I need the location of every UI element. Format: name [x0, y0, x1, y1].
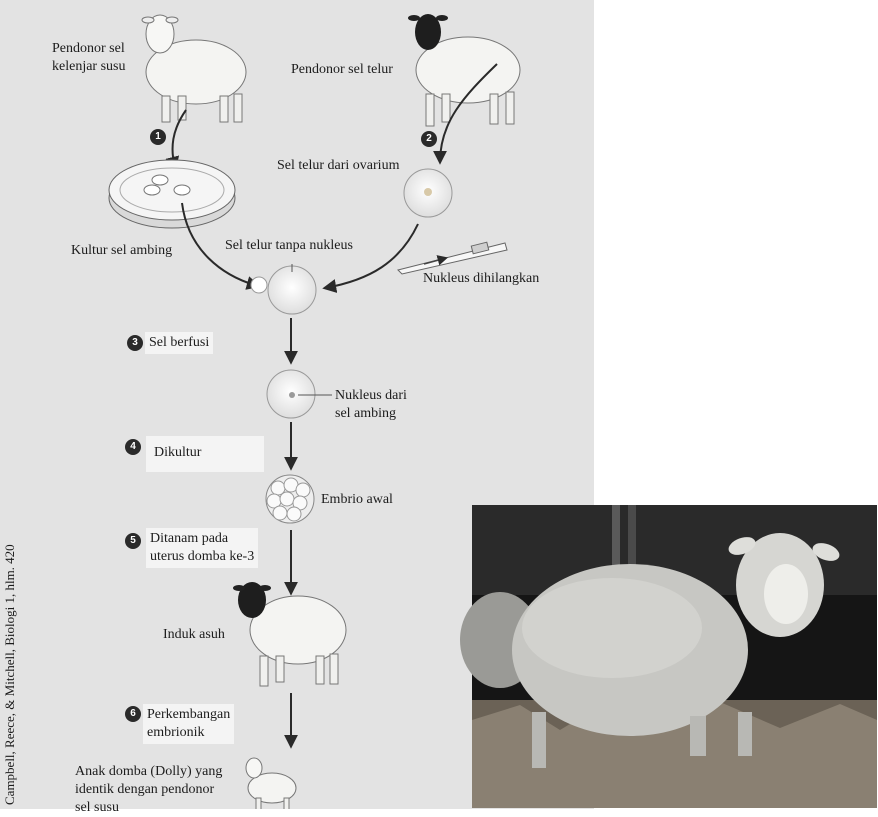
early-embryo-label: Embrio awal	[321, 492, 393, 507]
step-3-box: Sel berfusi	[145, 332, 214, 354]
step-6-line-1: Perkembangan	[147, 707, 231, 722]
surrogate-label: Induk asuh	[163, 627, 225, 642]
dolly-line-3: sel susu	[75, 800, 119, 815]
egg-no-nucleus-label: Sel telur tanpa nukleus	[225, 238, 353, 253]
step-5-line-2: uterus domba ke-3	[150, 549, 255, 564]
dolly-photo	[460, 505, 877, 808]
step-4-box: Dikultur	[146, 436, 264, 472]
surrogate-sheep-icon	[233, 582, 347, 687]
step-3-text: Sel berfusi	[149, 335, 210, 350]
white-face-sheep-icon	[141, 14, 247, 123]
donor-egg-label: Pendonor sel telur	[291, 62, 393, 77]
step-6-marker: 6	[125, 706, 141, 722]
enucleated-egg-icon	[250, 264, 317, 315]
step-2-marker: 2	[421, 131, 437, 147]
donor-mammary-label: Pendonor sel kelenjar susu	[52, 40, 125, 76]
step-6-box: Perkembangan embrionik	[143, 704, 235, 744]
culture-label: Kultur sel ambing	[71, 243, 173, 258]
step-3-marker: 3	[127, 335, 143, 351]
embryo-icon	[265, 474, 315, 524]
dolly-line-1: Anak domba (Dolly) yang	[75, 764, 223, 779]
petri-dish-icon	[108, 159, 236, 229]
nucleus-from-udder-label: Nukleus dari sel ambing	[335, 387, 407, 423]
pipette-icon	[397, 241, 508, 275]
step-4-text: Dikultur	[154, 445, 202, 460]
nucleus-from-udder-line-2: sel ambing	[335, 406, 397, 421]
step-6-line-2: embrionik	[147, 725, 205, 740]
step-4-marker: 4	[125, 439, 141, 455]
nucleus-from-udder-line-1: Nukleus dari	[335, 388, 407, 403]
donor-mammary-line-2: kelenjar susu	[52, 59, 126, 74]
dolly-line-2: identik dengan pendonor	[75, 782, 215, 797]
black-face-sheep-icon	[408, 14, 521, 127]
step-1-marker: 1	[150, 129, 166, 145]
step-5-marker: 5	[125, 533, 141, 549]
donor-mammary-line-1: Pendonor sel	[52, 41, 125, 56]
step-5-box: Ditanam pada uterus domba ke-3	[146, 528, 259, 568]
fused-cell-icon	[266, 369, 332, 419]
egg-cell-icon	[403, 168, 453, 218]
egg-from-ovary-label: Sel telur dari ovarium	[277, 158, 400, 173]
lamb-dolly-icon	[245, 757, 297, 809]
step-5-line-1: Ditanam pada	[150, 531, 229, 546]
source-credit: Campbell, Reece, & Mitchell, Biologi 1, …	[2, 544, 17, 805]
nucleus-removed-label: Nukleus dihilangkan	[423, 271, 540, 286]
